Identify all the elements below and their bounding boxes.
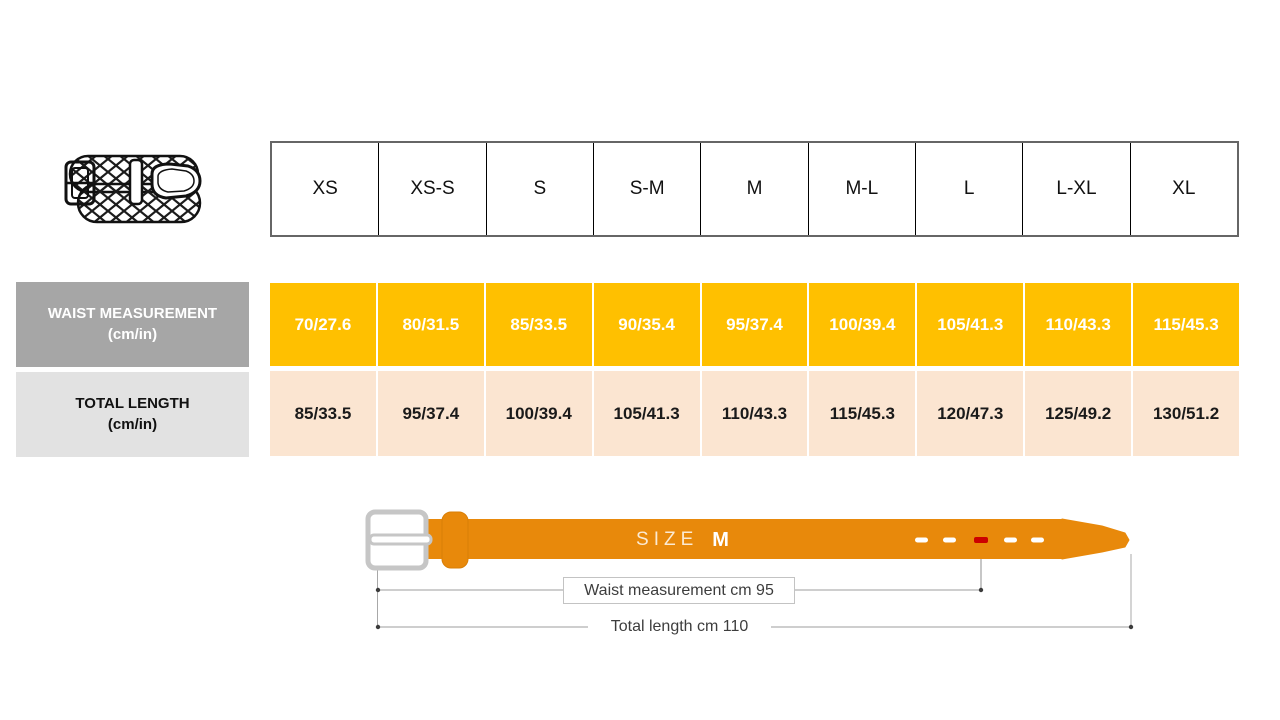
size-header-cell-lxl: L-XL bbox=[1023, 143, 1131, 235]
size-header-cell-sm: S-M bbox=[594, 143, 702, 235]
size-header-cell-m: M bbox=[701, 143, 809, 235]
length-value-cell: 95/37.4 bbox=[377, 371, 484, 456]
waist-value-cell: 70/27.6 bbox=[270, 283, 376, 366]
length-value-cell: 110/43.3 bbox=[701, 371, 808, 456]
waist-measurement-callout: Waist measurement cm 95 bbox=[563, 577, 795, 604]
length-label-unit: (cm/in) bbox=[107, 415, 158, 433]
waist-value-cell: 110/43.3 bbox=[1025, 283, 1132, 366]
length-values-row: 85/33.5 95/37.4 100/39.4 105/41.3 110/43… bbox=[270, 371, 1240, 456]
size-header-cell-l: L bbox=[916, 143, 1024, 235]
waist-measurement-row-label: WAIST MEASUREMENT (cm/in) bbox=[16, 282, 249, 367]
size-header-cell-xs: XS bbox=[272, 143, 380, 235]
braided-belt-icon bbox=[60, 146, 212, 234]
size-header-cell-xss: XS-S bbox=[379, 143, 487, 235]
total-length-row-label: TOTAL LENGTH (cm/in) bbox=[16, 372, 249, 457]
length-value-cell: 130/51.2 bbox=[1133, 371, 1240, 456]
waist-value-cell: 85/33.5 bbox=[485, 283, 592, 366]
size-word-label: SIZE bbox=[636, 529, 699, 550]
size-header-cell-ml: M-L bbox=[809, 143, 916, 235]
sizes-header-table: XS XS-S S S-M M M-L L L-XL XL bbox=[270, 141, 1239, 237]
size-value-label: M bbox=[712, 528, 729, 551]
length-value-cell: 100/39.4 bbox=[485, 371, 592, 456]
waist-values-row: 70/27.6 80/31.5 85/33.5 90/35.4 95/37.4 … bbox=[270, 283, 1240, 366]
length-value-cell: 120/47.3 bbox=[917, 371, 1024, 456]
waist-value-cell: 115/45.3 bbox=[1133, 283, 1240, 366]
waist-value-cell: 95/37.4 bbox=[701, 283, 808, 366]
waist-label-text: WAIST MEASUREMENT bbox=[47, 305, 218, 323]
size-header-cell-s: S bbox=[487, 143, 594, 235]
total-length-callout: Total length cm 110 bbox=[588, 614, 771, 640]
length-value-cell: 85/33.5 bbox=[270, 371, 376, 456]
waist-label-unit: (cm/in) bbox=[107, 325, 158, 343]
belt-size-text: SIZE M bbox=[595, 526, 770, 554]
waist-value-cell: 90/35.4 bbox=[593, 283, 700, 366]
length-label-text: TOTAL LENGTH bbox=[75, 395, 190, 413]
length-value-cell: 115/45.3 bbox=[809, 371, 916, 456]
length-value-cell: 105/41.3 bbox=[593, 371, 700, 456]
waist-value-cell: 80/31.5 bbox=[377, 283, 484, 366]
waist-value-cell: 100/39.4 bbox=[809, 283, 916, 366]
belt-size-diagram bbox=[360, 500, 1140, 660]
size-header-cell-xl: XL bbox=[1172, 178, 1196, 199]
waist-value-cell: 105/41.3 bbox=[917, 283, 1024, 366]
belt-diagram-drawing bbox=[365, 509, 1134, 630]
length-value-cell: 125/49.2 bbox=[1025, 371, 1132, 456]
